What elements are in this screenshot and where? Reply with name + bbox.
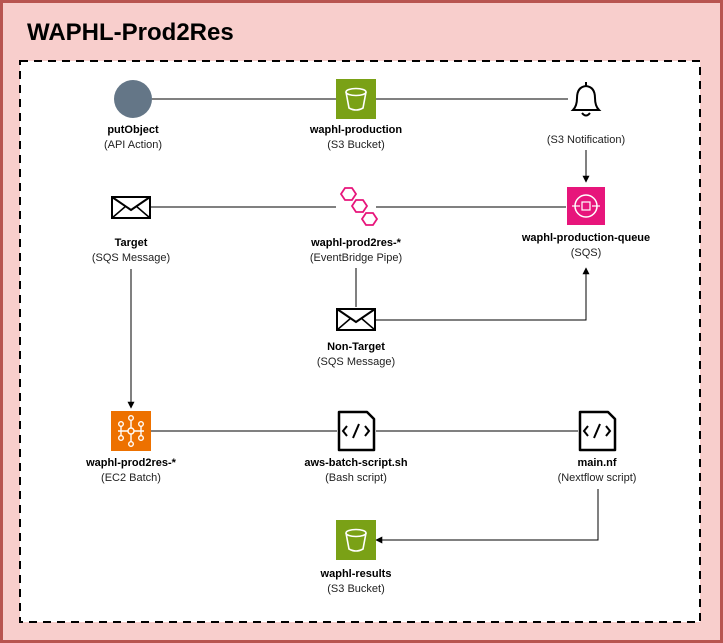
edge-nextflow-results <box>375 489 599 544</box>
put-object-node: putObject (API Action) <box>104 80 162 151</box>
node-name: Target <box>115 237 148 249</box>
results-bucket-node: waphl-results (S3 Bucket) <box>320 520 392 595</box>
nextflow-script-node: main.nf (Nextflow script) <box>558 410 637 484</box>
target-message-node: Target (SQS Message) <box>92 196 170 264</box>
node-name: waphl-production <box>309 124 403 136</box>
eventbridge-pipe-icon <box>339 187 379 226</box>
sqs-queue-icon <box>567 187 605 225</box>
node-type: (S3 Notification) <box>547 134 625 146</box>
node-type: (SQS Message) <box>317 356 395 368</box>
edge-nontarget-queue <box>376 267 590 321</box>
node-type: (Bash script) <box>325 472 387 484</box>
node-name: Non-Target <box>327 341 385 353</box>
node-name: main.nf <box>577 457 616 469</box>
api-action-circle-icon <box>114 80 152 118</box>
node-type: (Nextflow script) <box>558 472 637 484</box>
eventbridge-pipe-node: waphl-prod2res-* (EventBridge Pipe) <box>310 187 402 264</box>
node-name: waphl-production-queue <box>521 232 650 244</box>
s3-bucket-icon <box>336 520 376 560</box>
node-type: (EC2 Batch) <box>101 472 161 484</box>
node-name: waphl-results <box>320 568 392 580</box>
node-type: (S3 Bucket) <box>327 583 384 595</box>
diagram-title: WAPHL-Prod2Res <box>27 19 234 46</box>
node-type: (S3 Bucket) <box>327 139 384 151</box>
connectors <box>127 98 599 544</box>
code-file-icon <box>337 410 376 452</box>
node-name: putObject <box>107 124 159 136</box>
bell-icon <box>570 82 602 117</box>
batch-script-node: aws-batch-script.sh (Bash script) <box>304 410 408 484</box>
node-name: waphl-prod2res-* <box>310 237 402 249</box>
non-target-message-node: Non-Target (SQS Message) <box>317 308 395 368</box>
s3-bucket-icon <box>336 79 376 119</box>
node-type: (EventBridge Pipe) <box>310 252 402 264</box>
ec2-batch-node: waphl-prod2res-* (EC2 Batch) <box>85 411 177 484</box>
production-queue-node: waphl-production-queue (SQS) <box>521 187 650 259</box>
code-file-icon <box>578 410 617 452</box>
node-name: waphl-prod2res-* <box>85 457 177 469</box>
envelope-icon <box>111 196 151 219</box>
production-bucket-node: waphl-production (S3 Bucket) <box>309 79 403 151</box>
batch-icon <box>111 411 151 451</box>
node-type: (SQS Message) <box>92 252 170 264</box>
node-type: (SQS) <box>571 247 602 259</box>
s3-notification-node: (S3 Notification) <box>547 82 625 146</box>
node-name: aws-batch-script.sh <box>304 457 408 469</box>
node-type: (API Action) <box>104 139 162 151</box>
envelope-icon <box>336 308 376 331</box>
